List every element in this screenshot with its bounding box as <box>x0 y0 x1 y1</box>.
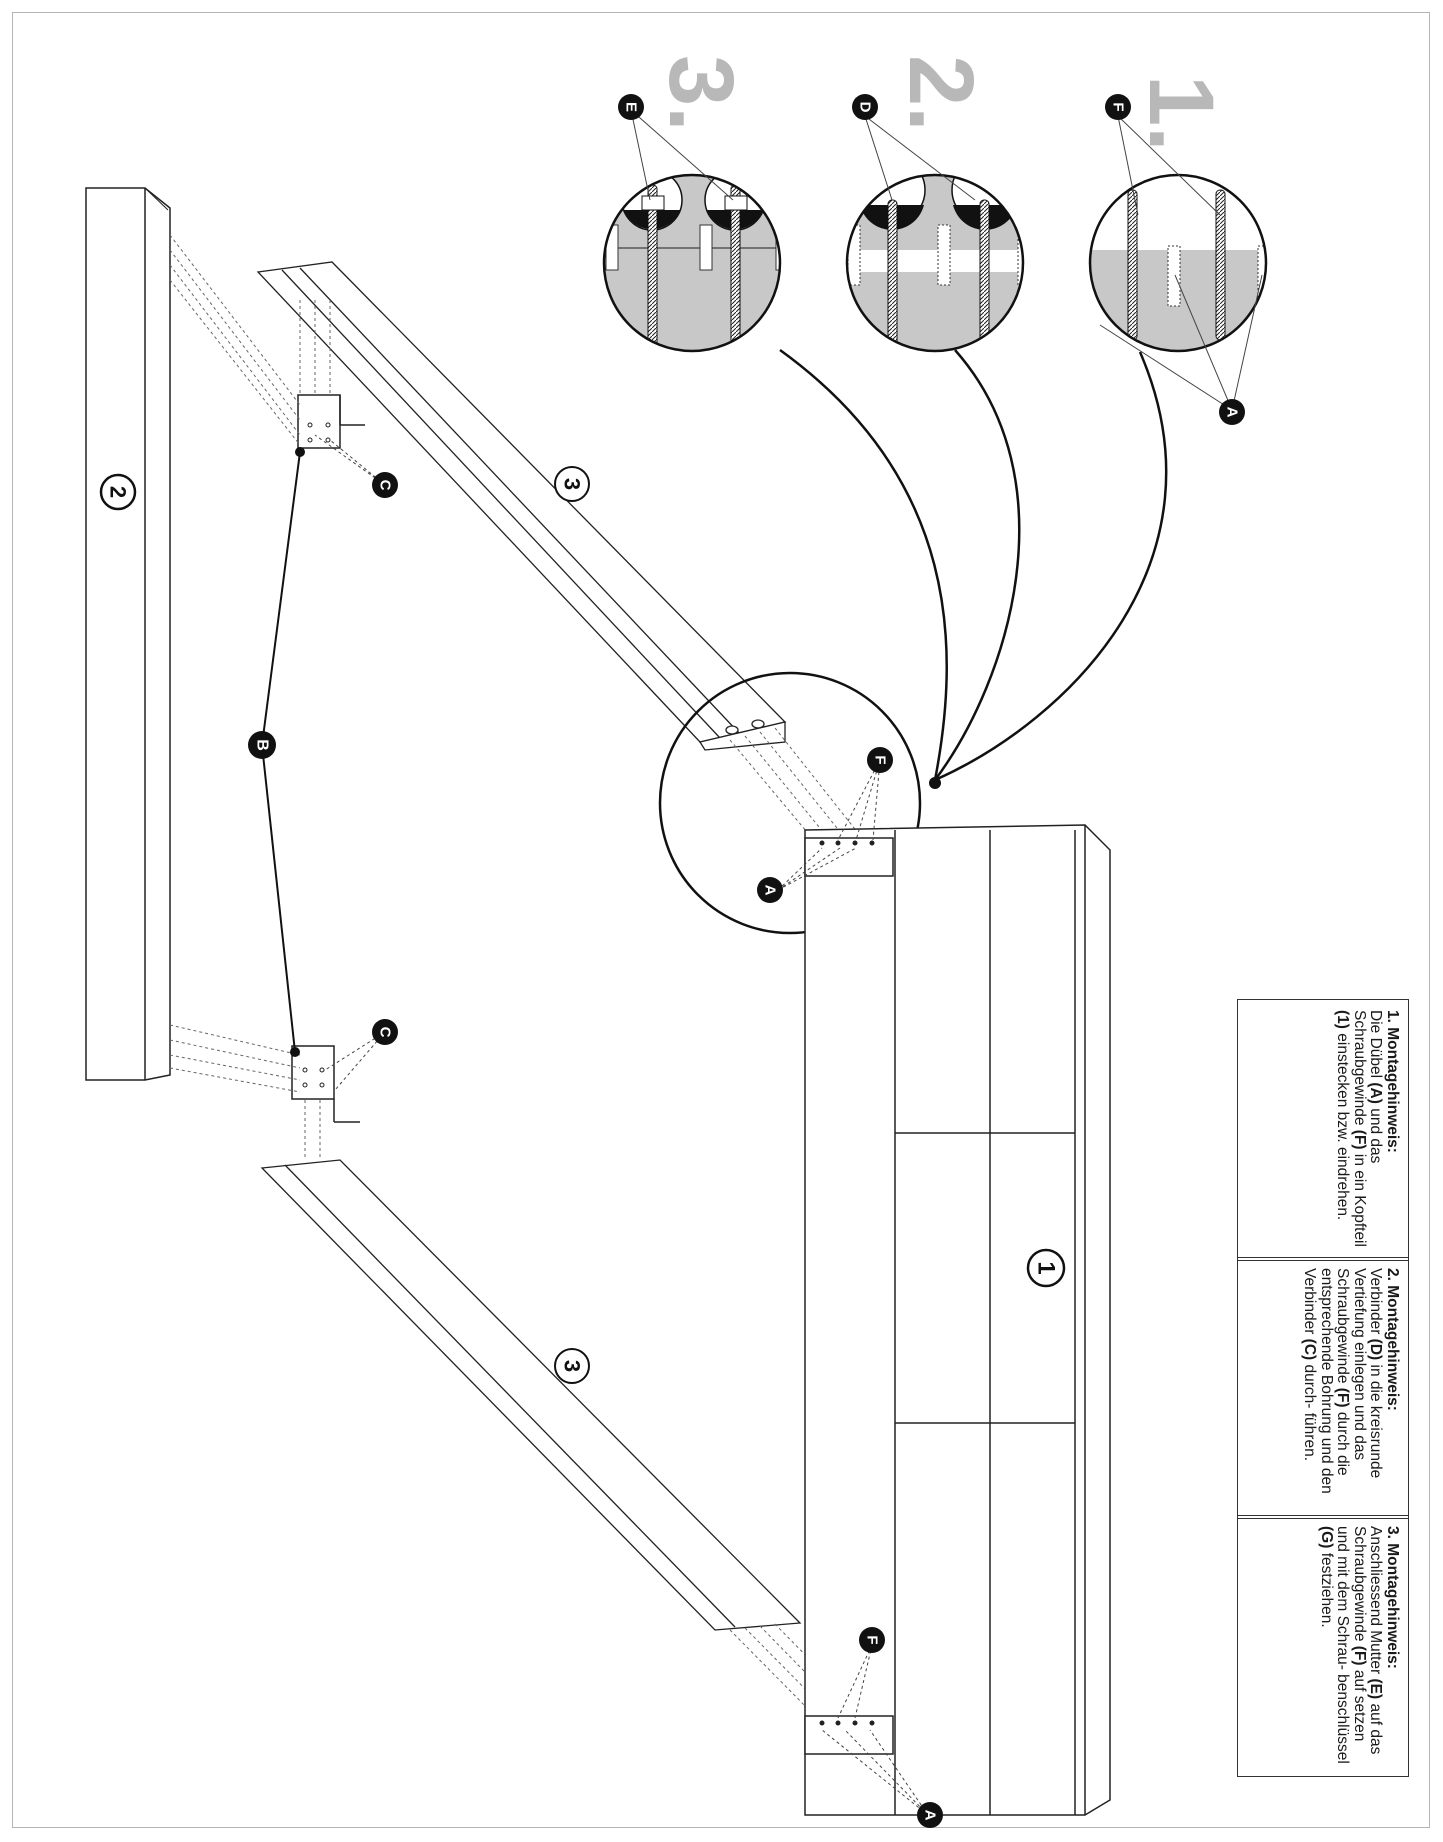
joint-detail-circle <box>658 671 922 935</box>
step-number-2: 2. <box>890 55 992 132</box>
svg-text:A: A <box>762 885 779 896</box>
label-f-joint: F <box>867 747 893 773</box>
svg-text:2: 2 <box>106 486 131 498</box>
svg-text:A: A <box>922 1810 939 1821</box>
label-b: B <box>248 731 276 759</box>
detail-connectors <box>779 348 1168 782</box>
svg-text:E: E <box>623 102 640 112</box>
part-3-rail-lower <box>260 1159 802 1631</box>
label-e-step3: E <box>618 94 644 120</box>
label-d-step2: D <box>852 94 878 120</box>
connector-c-upper <box>297 394 365 449</box>
part-number-3-lower: 3 <box>554 1348 590 1384</box>
detail-circle-step3 <box>602 173 782 353</box>
assembly-guides <box>169 234 866 1717</box>
svg-text:1: 1 <box>1033 1261 1060 1274</box>
step-number-1: 1. <box>1130 75 1232 152</box>
svg-text:3: 3 <box>560 478 585 490</box>
part-number-3-upper: 3 <box>554 466 590 502</box>
svg-text:A: A <box>1224 407 1241 418</box>
label-a-lower: A <box>917 1802 943 1828</box>
svg-text:D: D <box>857 102 874 113</box>
svg-text:F: F <box>872 755 889 764</box>
part-1-headboard <box>804 824 1111 1816</box>
note-heading: 3. Montagehinweis: <box>1384 1526 1401 1669</box>
svg-text:3: 3 <box>560 1360 585 1372</box>
label-f-step1: F <box>1105 94 1131 120</box>
svg-text:C: C <box>377 1027 394 1038</box>
label-a-step1: A <box>1219 399 1245 425</box>
label-c-upper: C <box>372 472 398 498</box>
joint-dot <box>929 777 941 789</box>
note-heading: 2. Montagehinweis: <box>1384 1268 1401 1411</box>
note-step-3: 3. Montagehinweis: Anschliessend Mutter … <box>1237 1515 1409 1777</box>
step-number-3: 3. <box>650 55 752 132</box>
part-2-board <box>85 187 171 1081</box>
diagram-frame <box>12 12 1430 1828</box>
callout-leaders <box>314 434 929 1816</box>
note-heading: 1. Montagehinweis: <box>1384 1010 1401 1153</box>
detail-circle-step2 <box>845 173 1025 353</box>
note-step-1: 1. Montagehinweis: Die Dübel (A) und das… <box>1237 999 1409 1261</box>
svg-text:F: F <box>1110 102 1127 111</box>
label-f-lower: F <box>859 1627 885 1653</box>
svg-text:F: F <box>864 1635 881 1644</box>
part-number-1: 1 <box>1026 1248 1066 1288</box>
part-number-2: 2 <box>99 473 137 511</box>
detail-leaders <box>630 109 1263 411</box>
svg-text:C: C <box>377 480 394 491</box>
label-a-joint: A <box>757 877 783 903</box>
note-step-2: 2. Montagehinweis: Verbinder (D) in die … <box>1237 1257 1409 1519</box>
part-3-rail-upper <box>256 261 787 751</box>
detail-circle-step1 <box>1088 173 1268 353</box>
svg-text:B: B <box>254 739 271 751</box>
connector-c-lower <box>291 1045 360 1123</box>
part-1-holes <box>819 840 875 1726</box>
label-c-lower: C <box>372 1019 398 1045</box>
